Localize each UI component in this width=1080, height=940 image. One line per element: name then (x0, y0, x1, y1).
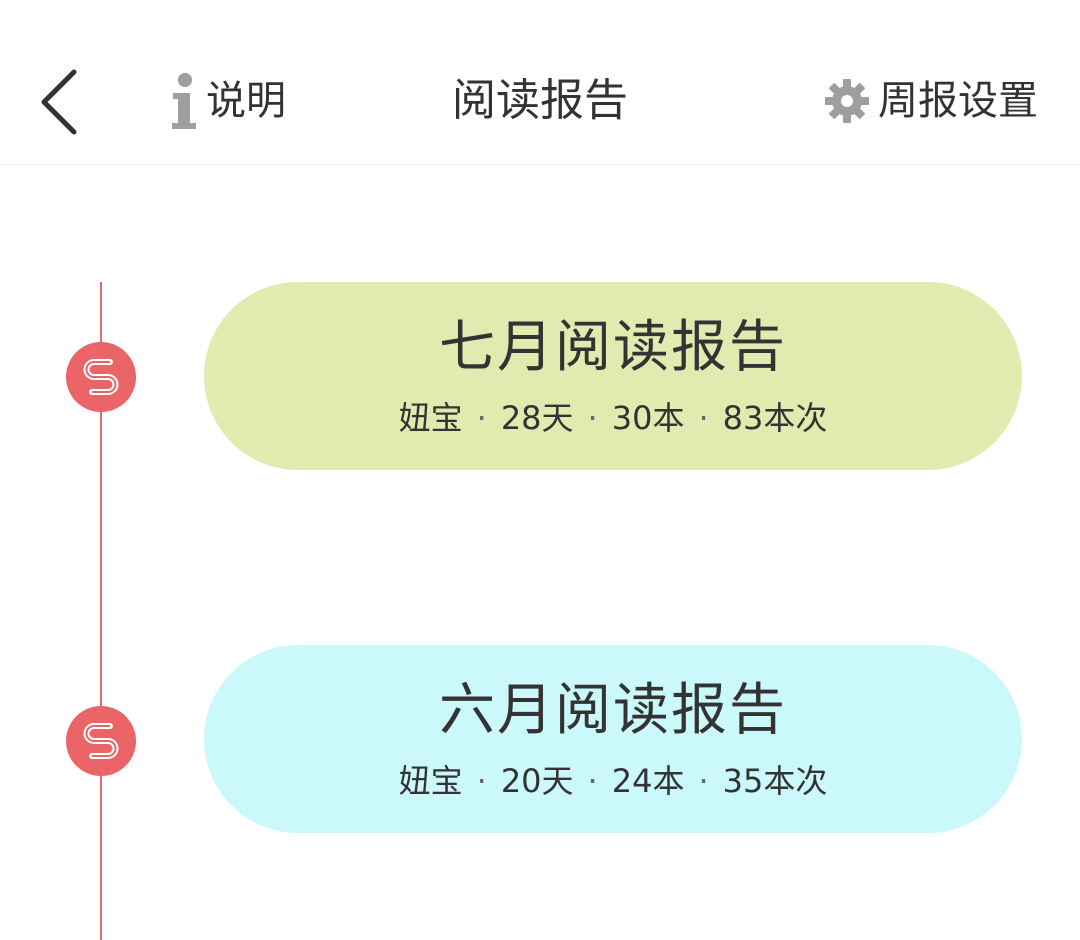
reading-times: 35本次 (722, 762, 828, 800)
info-icon (168, 71, 200, 131)
separator-dot: · (476, 762, 487, 800)
report-title: 七月阅读报告 (439, 315, 787, 380)
child-name: 妞宝 (398, 399, 463, 437)
info-button[interactable]: 说明 (168, 66, 286, 136)
separator-dot: · (587, 399, 598, 437)
timeline-node-icon (66, 706, 136, 776)
child-name: 妞宝 (398, 762, 463, 800)
report-card-july[interactable]: 七月阅读报告 妞宝 · 28天 · 30本 · 83本次 (204, 282, 1022, 470)
reading-days: 28天 (500, 399, 574, 437)
top-navigation-bar: 说明 阅读报告 周报设置 (0, 0, 1080, 165)
report-title: 六月阅读报告 (439, 678, 787, 743)
back-button[interactable] (30, 62, 90, 142)
separator-dot: · (698, 762, 709, 800)
gear-icon (824, 78, 870, 124)
page-title: 阅读报告 (452, 75, 628, 126)
weekly-report-settings-label: 周报设置 (878, 78, 1038, 124)
book-count: 24本 (611, 762, 685, 800)
reading-times: 83本次 (722, 399, 828, 437)
weekly-report-settings-button[interactable]: 周报设置 (824, 66, 1038, 136)
info-label: 说明 (206, 78, 286, 124)
timeline-node-icon (66, 342, 136, 412)
chevron-left-icon (30, 62, 90, 142)
separator-dot: · (476, 399, 487, 437)
report-stats: 妞宝 · 20天 · 24本 · 35本次 (204, 759, 1022, 803)
timeline-line (100, 282, 102, 940)
book-count: 30本 (611, 399, 685, 437)
reading-days: 20天 (500, 762, 574, 800)
separator-dot: · (587, 762, 598, 800)
report-card-june[interactable]: 六月阅读报告 妞宝 · 20天 · 24本 · 35本次 (204, 645, 1022, 833)
report-stats: 妞宝 · 28天 · 30本 · 83本次 (204, 396, 1022, 440)
separator-dot: · (698, 399, 709, 437)
